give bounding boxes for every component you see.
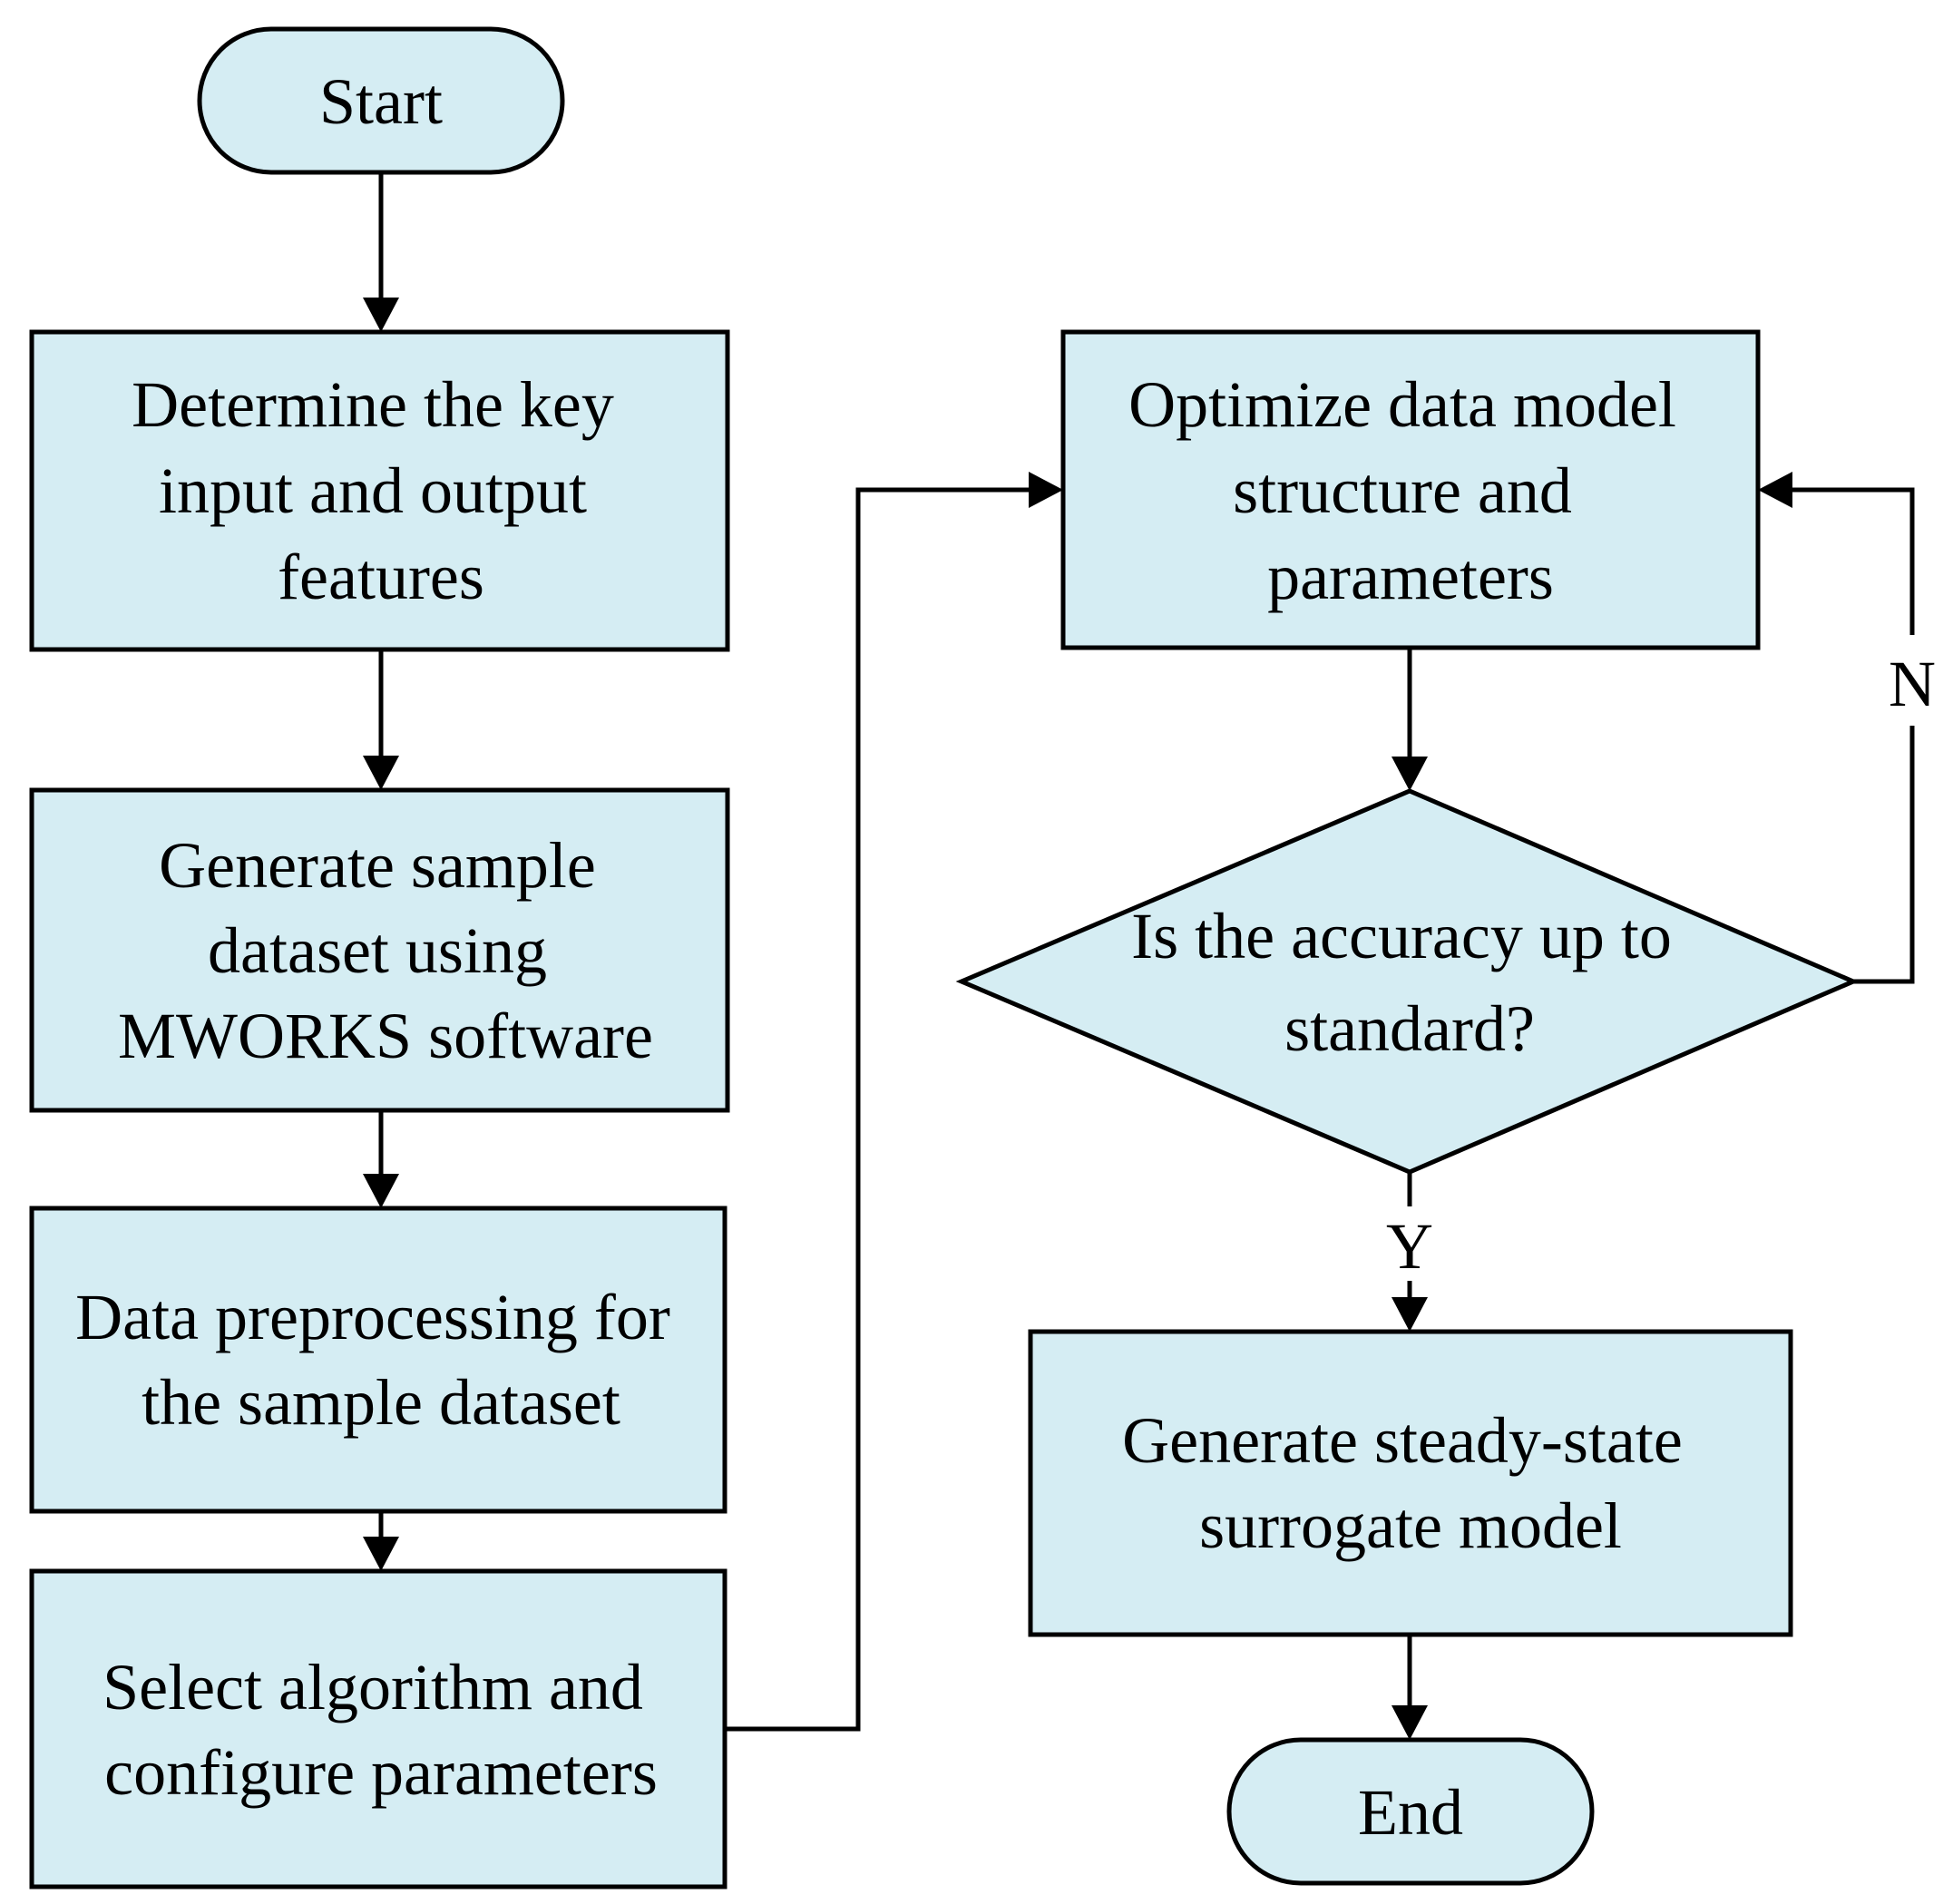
arrowhead-accuracy-check [1392,757,1428,791]
arrowhead-optimize-return [1758,472,1792,508]
node-preprocess: Data preprocessing for the sample datase… [29,1206,727,1514]
end-label: End [1358,1776,1463,1849]
node-select-algorithm: Select algorithm and configure parameter… [29,1568,727,1889]
determine-label: Determine the key input and output featu… [132,368,630,613]
accuracy-check-decision-diamond [955,788,1860,1175]
generate-surrogate-process-box [1028,1329,1793,1637]
node-start: Start [197,26,565,175]
optimize-process-box [1060,329,1761,650]
preprocess-label: Data preprocessing for the sample datase… [75,1281,687,1439]
edge-accuracy-check-no-return [1791,487,1915,635]
start-label: Start [319,65,443,138]
node-generate-sample: Generate sample dataset using MWORKS sof… [29,787,730,1113]
accuracy-check-label: Is the accuracy up to standard? [1131,900,1688,1065]
connectors [363,172,1915,1740]
edge-accuracy-check-no-loop [1853,726,1915,984]
node-generate-surrogate: Generate steady-state surrogate model [1028,1329,1793,1637]
arrowhead-end [1392,1705,1428,1740]
arrowhead-determine [363,298,399,332]
arrowhead-optimize [1029,472,1063,508]
generate-surrogate-label: Generate steady-state surrogate model [1122,1404,1699,1562]
select-algorithm-label: Select algorithm and configure parameter… [103,1651,659,1809]
generate-sample-process-box [29,787,730,1113]
arrowhead-preprocess [363,1174,399,1208]
yes-branch-label: Y [1386,1210,1433,1283]
node-optimize: Optimize data model structure and parame… [1060,329,1761,650]
arrowhead-generate-sample [363,756,399,790]
edge-select-algorithm-to-optimize [726,487,1030,1732]
node-accuracy-check: Is the accuracy up to standard? [955,788,1860,1175]
node-determine: Determine the key input and output featu… [29,329,730,652]
determine-process-box [29,329,730,652]
preprocess-process-box [29,1206,727,1514]
select-algorithm-process-box [29,1568,727,1889]
start-terminal-shape [197,26,565,175]
no-branch-label: N [1889,648,1936,720]
optimize-label: Optimize data model structure and parame… [1128,368,1693,613]
end-terminal-shape [1226,1737,1595,1886]
arrowhead-generate-surrogate [1392,1297,1428,1332]
arrowhead-select-algorithm [363,1537,399,1571]
generate-sample-label: Generate sample dataset using MWORKS sof… [118,829,653,1072]
node-end: End [1226,1737,1595,1886]
